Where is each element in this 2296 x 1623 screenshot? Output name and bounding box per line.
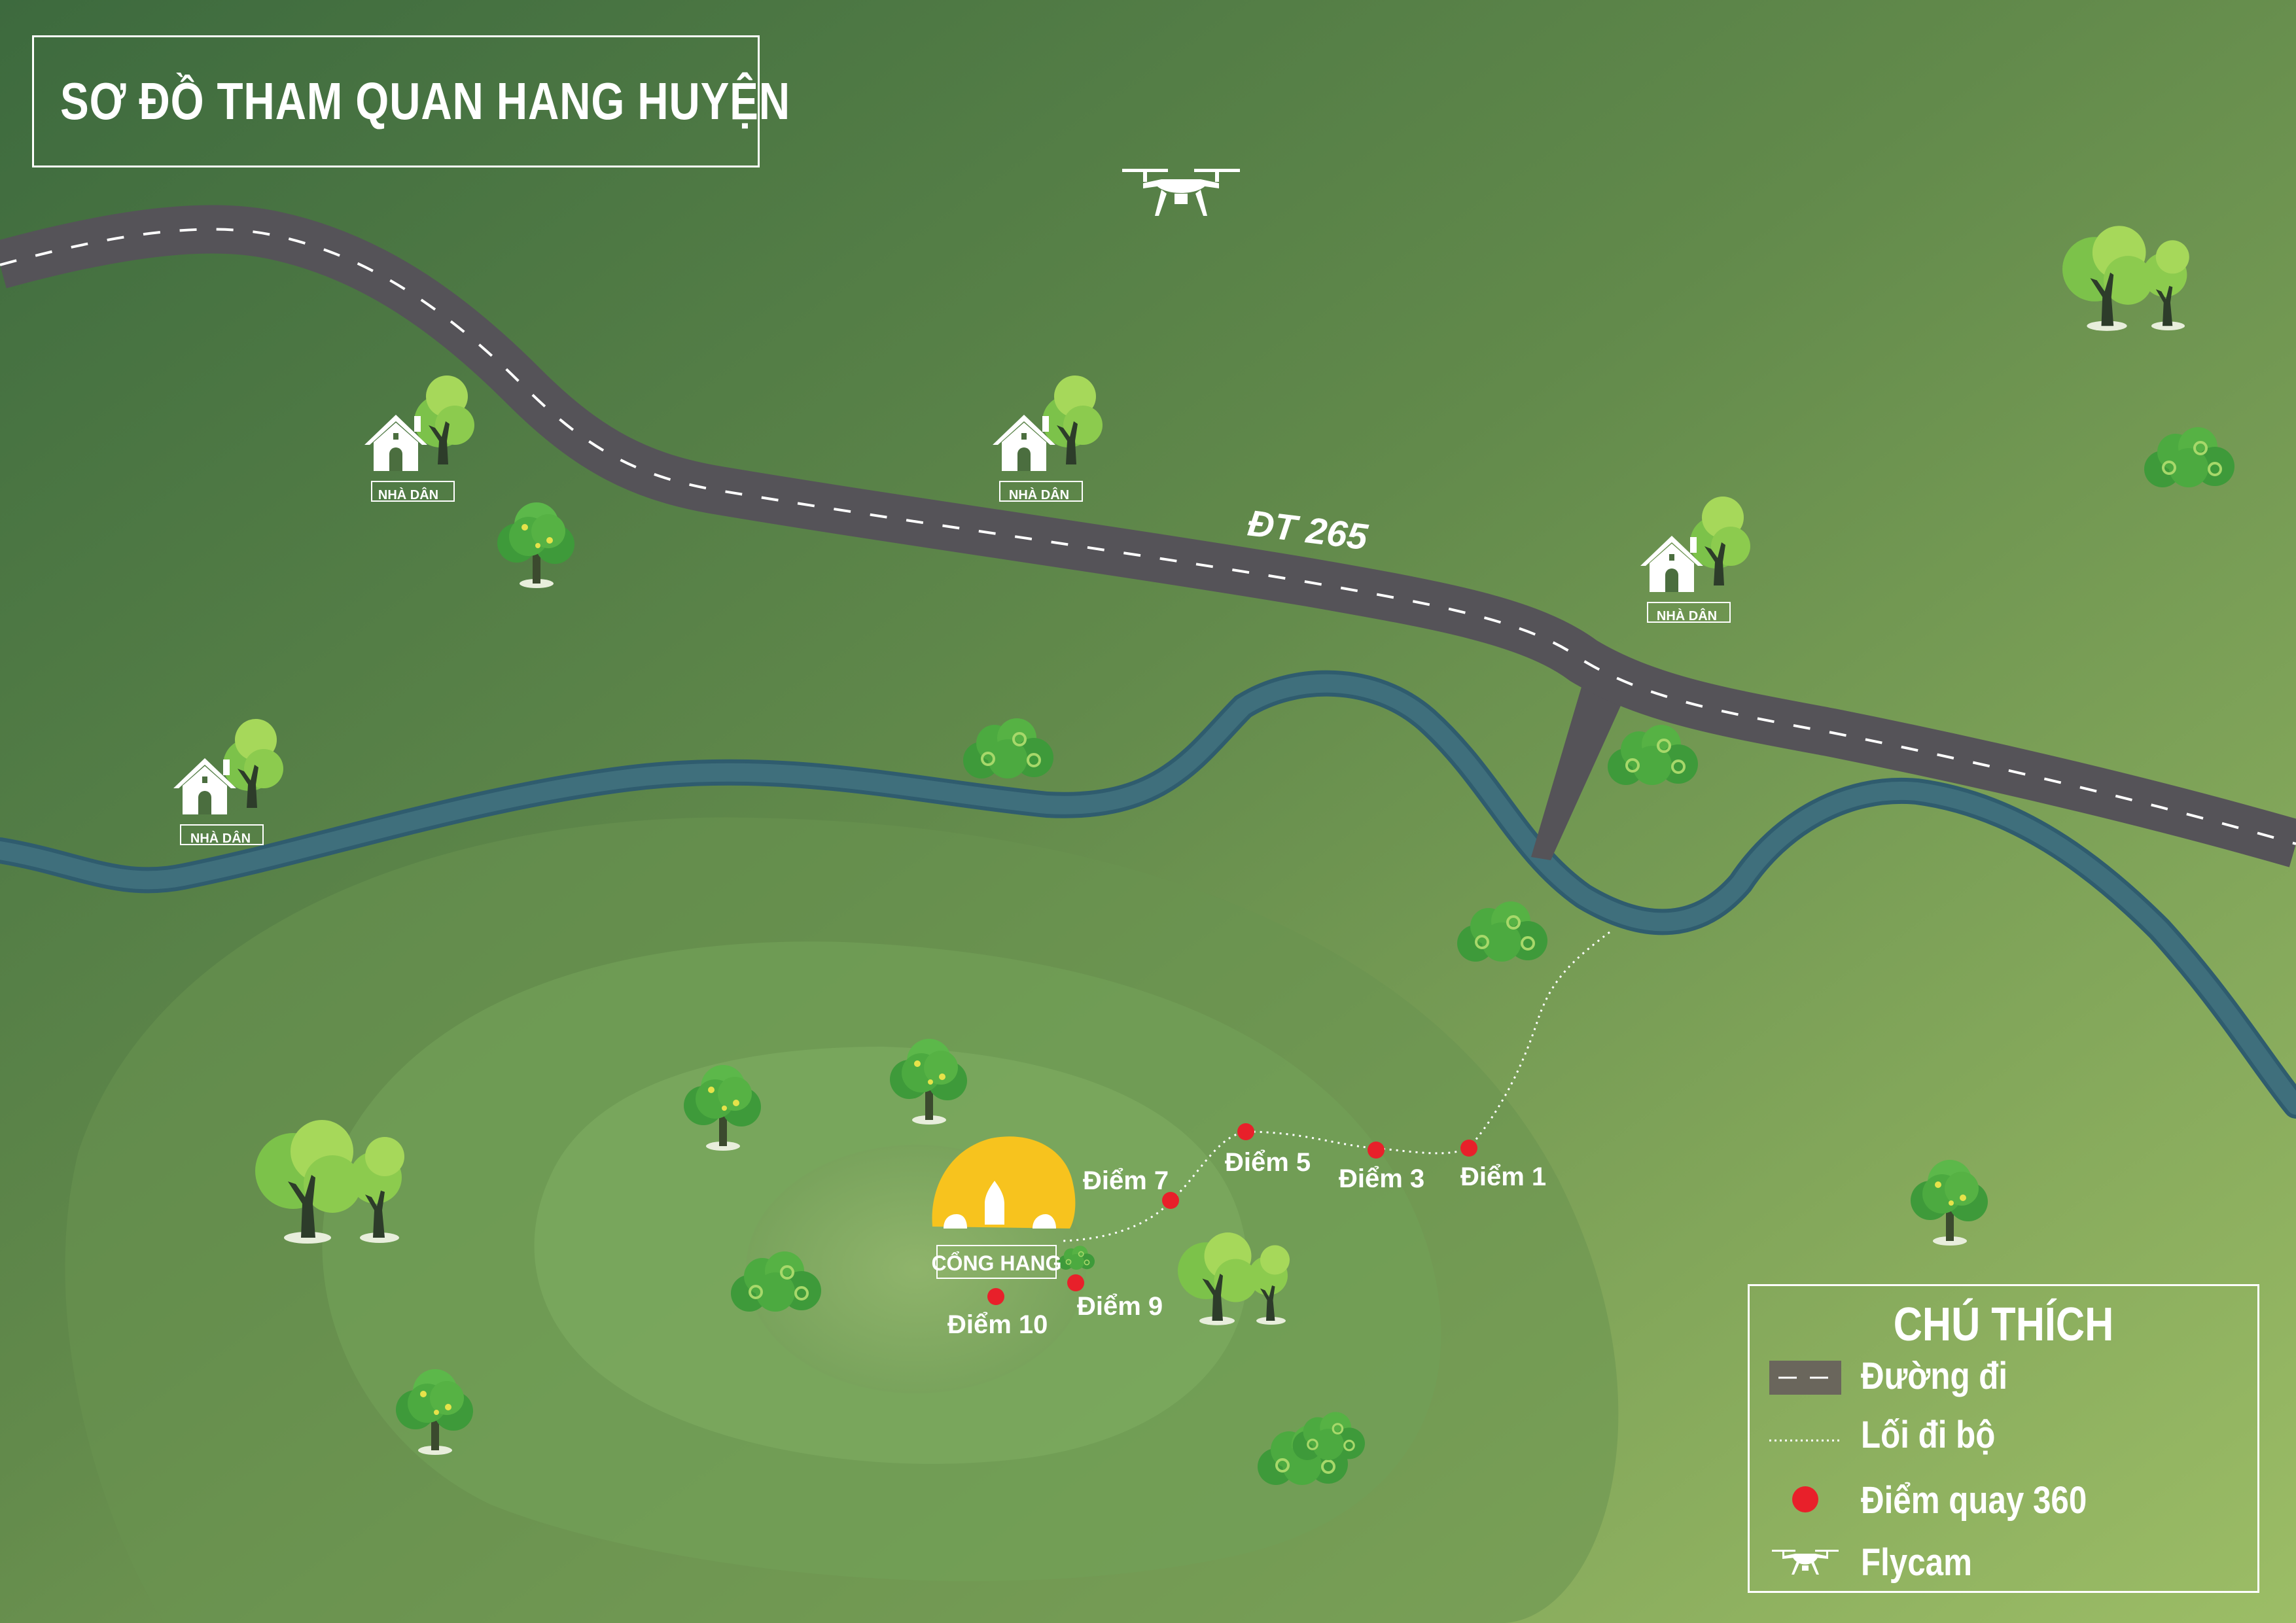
legend-item-footpath: Lối đi bộ: [1750, 1410, 2257, 1463]
house-label-4: NHÀ DÂN: [190, 830, 251, 846]
legend-item-point: Điểm quay 360: [1750, 1476, 2257, 1528]
cave-entrance-icon: [932, 1136, 1076, 1229]
house-4: [173, 719, 283, 845]
legend-title: CHÚ THÍCH: [1893, 1299, 2114, 1351]
shooting-points: [987, 1123, 1477, 1305]
house-3: [1640, 497, 1750, 623]
legend-label-road: Đường đi: [1861, 1355, 2008, 1397]
house-1: [364, 375, 474, 502]
drone-icon: [1772, 1550, 1839, 1575]
cave-label-box: [936, 1245, 1057, 1279]
page-title: SƠ ĐỒ THAM QUAN HANG HUYỆN: [60, 72, 790, 130]
house-label-2: NHÀ DÂN: [1009, 487, 1069, 502]
point-5-label: Điểm 5: [1225, 1148, 1311, 1177]
point-7-label: Điểm 7: [1083, 1166, 1169, 1195]
point-3-label: Điểm 3: [1339, 1164, 1424, 1193]
legend: CHÚ THÍCH Đường đi Lối đi bộ Điểm quay 3…: [1748, 1284, 2259, 1593]
cave-label: CỔNG HANG: [931, 1251, 1061, 1275]
point-9-marker[interactable]: [1067, 1274, 1084, 1291]
legend-label-flycam: Flycam: [1861, 1541, 1972, 1584]
drone-icon: [1122, 169, 1240, 216]
road-icon: [1769, 1361, 1841, 1395]
legend-label-point: Điểm quay 360: [1861, 1479, 2087, 1522]
house-label-1: NHÀ DÂN: [378, 487, 438, 502]
legend-item-road: Đường đi: [1750, 1352, 2257, 1404]
point-3-marker[interactable]: [1368, 1142, 1385, 1159]
point-9-label: Điểm 9: [1077, 1292, 1163, 1321]
house-label-3: NHÀ DÂN: [1657, 608, 1717, 623]
house-2: [993, 375, 1103, 502]
road-spur: [1531, 680, 1629, 860]
point-1-marker[interactable]: [1460, 1140, 1477, 1157]
legend-label-footpath: Lối đi bộ: [1861, 1414, 1996, 1456]
legend-item-flycam: Flycam: [1750, 1538, 2257, 1590]
point-1-label: Điểm 1: [1460, 1162, 1546, 1191]
point-7-marker[interactable]: [1162, 1192, 1179, 1209]
point-10-marker[interactable]: [987, 1288, 1004, 1305]
title-box: SƠ ĐỒ THAM QUAN HANG HUYỆN: [32, 35, 790, 167]
point-5-marker[interactable]: [1237, 1123, 1254, 1140]
main-road: [0, 205, 2296, 867]
footpath-icon: [1769, 1439, 1841, 1442]
red-dot-icon: [1792, 1486, 1818, 1512]
point-10-label: Điểm 10: [947, 1310, 1048, 1339]
